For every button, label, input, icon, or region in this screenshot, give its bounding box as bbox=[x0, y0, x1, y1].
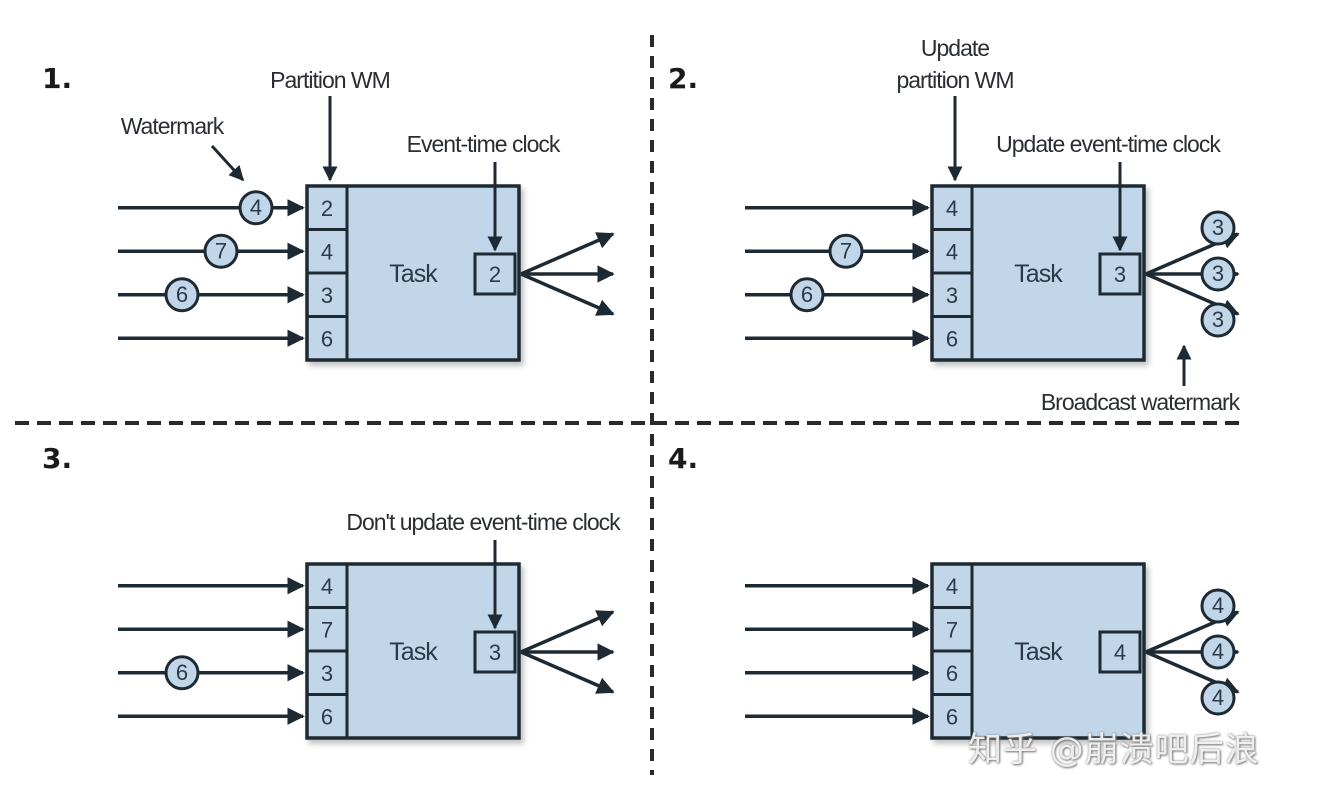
event-time-clock-label: Don't update event-time clock bbox=[346, 509, 621, 535]
broadcast-watermark-label: Broadcast watermark bbox=[1041, 389, 1241, 415]
partition-watermark-value: 7 bbox=[946, 617, 958, 642]
partition-wm-label: Partition WM bbox=[270, 67, 390, 93]
in-flight-watermark bbox=[164, 655, 200, 691]
panel-3: 3. Task 4 7 3 6 6 3 Don't update event-time cloc… bbox=[42, 442, 622, 740]
event-time-clock-value: 2 bbox=[489, 262, 501, 287]
broadcast-watermark-value: 4 bbox=[1212, 639, 1224, 664]
partition-watermark-value: 6 bbox=[321, 704, 333, 729]
partition-watermark-value: 6 bbox=[946, 704, 958, 729]
partition-wm-label: Update bbox=[921, 35, 989, 61]
event-time-clock-value: 3 bbox=[489, 640, 501, 665]
in-flight-watermark bbox=[238, 190, 274, 226]
step-number: 2. bbox=[668, 62, 698, 95]
partition-watermark-value: 6 bbox=[946, 661, 958, 686]
broadcast-watermark bbox=[1200, 588, 1236, 624]
broadcast-watermark bbox=[1200, 256, 1236, 292]
partition-watermark-value: 7 bbox=[321, 617, 333, 642]
output-stream-arrow bbox=[520, 610, 615, 654]
partition-watermark-value: 3 bbox=[321, 661, 333, 686]
partition-watermark-value: 3 bbox=[321, 283, 333, 308]
partition-watermark-value: 4 bbox=[946, 574, 958, 599]
event-time-clock-value: 3 bbox=[1114, 262, 1126, 287]
in-flight-watermark-value: 4 bbox=[250, 195, 262, 220]
watermark-label: Watermark bbox=[121, 113, 225, 139]
event-time-clock-label: Event-time clock bbox=[407, 131, 561, 157]
task-label: Task bbox=[1014, 260, 1063, 288]
step-number: 1. bbox=[42, 62, 72, 95]
step-number: 4. bbox=[668, 442, 698, 475]
in-flight-watermark-value: 6 bbox=[801, 282, 813, 307]
in-flight-watermark bbox=[828, 233, 864, 269]
partition-watermark-value: 4 bbox=[321, 239, 333, 264]
step-number: 3. bbox=[42, 442, 72, 475]
broadcast-watermark bbox=[1200, 210, 1236, 246]
watermark-pointer-arrow bbox=[210, 144, 245, 182]
event-time-clock-value: 4 bbox=[1114, 640, 1126, 665]
partition-watermark-value: 2 bbox=[321, 196, 333, 221]
event-time-clock-box bbox=[1098, 630, 1142, 674]
broadcast-watermark-value: 4 bbox=[1212, 685, 1224, 710]
in-flight-watermark-value: 7 bbox=[840, 238, 852, 263]
partition-wm-label: partition WM bbox=[896, 67, 1013, 93]
partition-watermark-value: 4 bbox=[946, 196, 958, 221]
event-time-clock-box bbox=[473, 630, 517, 674]
event-time-clock-label: Update event-time clock bbox=[996, 131, 1221, 157]
broadcast-watermark bbox=[1200, 680, 1236, 716]
in-flight-watermark-value: 6 bbox=[176, 660, 188, 685]
output-stream-arrow bbox=[520, 232, 615, 276]
in-flight-watermark-value: 6 bbox=[176, 282, 188, 307]
zhihu-watermark: 知乎 @崩溃吧后浪 bbox=[968, 730, 1260, 770]
output-stream-arrow bbox=[520, 272, 615, 316]
partition-watermark-value: 4 bbox=[946, 239, 958, 264]
broadcast-watermark-value: 4 bbox=[1212, 593, 1224, 618]
in-flight-watermark bbox=[789, 277, 825, 313]
partition-watermark-value: 3 bbox=[946, 283, 958, 308]
partition-watermark-value: 4 bbox=[321, 574, 333, 599]
broadcast-watermark-value: 3 bbox=[1212, 307, 1224, 332]
broadcast-watermark bbox=[1200, 302, 1236, 338]
event-time-clock-box bbox=[1098, 252, 1142, 296]
task-label: Task bbox=[389, 260, 438, 288]
broadcast-watermark-value: 3 bbox=[1212, 215, 1224, 240]
panel-2: 2. Task 4 4 3 6 7 6 3 3 3 3 Update partition WM Update… bbox=[668, 35, 1242, 415]
in-flight-watermark bbox=[164, 277, 200, 313]
output-stream-arrow bbox=[520, 650, 615, 694]
task-label: Task bbox=[1014, 638, 1063, 666]
partition-watermark-value: 6 bbox=[946, 326, 958, 351]
broadcast-watermark bbox=[1200, 634, 1236, 670]
partition-watermark-value: 6 bbox=[321, 326, 333, 351]
panel-4: 4. Task 4 7 6 6 4 4 4 4 bbox=[668, 442, 1240, 740]
in-flight-watermark bbox=[203, 233, 239, 269]
broadcast-watermark-value: 3 bbox=[1212, 261, 1224, 286]
task-label: Task bbox=[389, 638, 438, 666]
in-flight-watermark-value: 7 bbox=[215, 238, 227, 263]
event-time-clock-box bbox=[473, 252, 517, 296]
